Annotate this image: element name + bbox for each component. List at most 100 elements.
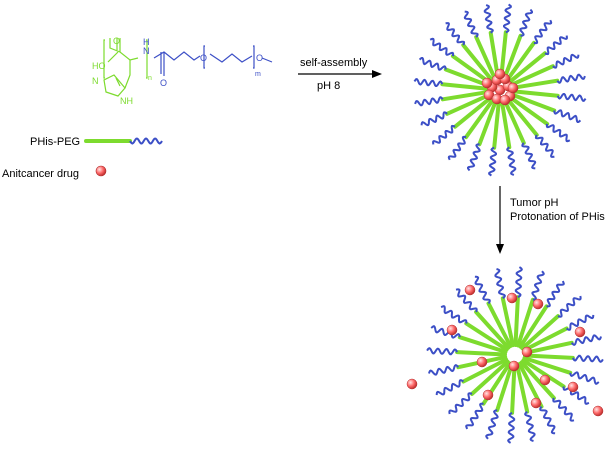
peg-chain <box>426 347 458 356</box>
phis-arm <box>511 93 557 113</box>
phis-arm <box>470 359 510 396</box>
peg-chain <box>414 96 444 107</box>
drug-sphere <box>532 298 544 310</box>
phis-arm <box>461 357 509 384</box>
drug-sphere <box>521 346 533 358</box>
peg-chain <box>569 371 600 385</box>
peg-chain <box>463 10 479 38</box>
peg-chain <box>534 134 555 158</box>
phis-arm <box>474 310 511 350</box>
hydroxyl-label: HO <box>92 61 106 71</box>
tumor-ph-label: Tumor pH <box>510 197 559 209</box>
peg-bracket-left <box>203 45 205 69</box>
phis-arm <box>523 353 575 360</box>
phis-arm <box>455 350 507 357</box>
drug-sphere <box>499 94 511 106</box>
legend-drug-sphere <box>95 165 107 177</box>
phis-arm <box>477 101 497 147</box>
peg-chain <box>556 93 587 103</box>
phis-arm <box>492 101 501 150</box>
imidazole-ring <box>103 74 126 97</box>
peg-chain <box>445 22 466 46</box>
peg-chain <box>552 53 580 69</box>
methyl-bond <box>261 57 273 63</box>
phis-peg-legend-label: PHis-PEG <box>30 136 80 148</box>
ether-oxygen-label: O <box>200 53 207 63</box>
phis-arm <box>508 51 547 84</box>
phis-arm <box>519 360 556 400</box>
drug-sphere <box>508 360 520 372</box>
phis-arm <box>464 321 509 352</box>
peg-chain <box>483 4 494 34</box>
phis-block <box>103 38 148 97</box>
peg-chain <box>544 35 568 56</box>
peg-chain <box>487 146 497 177</box>
ring-double-bond <box>115 77 121 87</box>
bracket-right <box>146 39 148 79</box>
phis-arm <box>510 64 555 87</box>
peg-chain <box>531 270 545 301</box>
phis-arm <box>488 30 500 79</box>
peg-chain <box>503 3 513 34</box>
peg-chain <box>428 364 460 376</box>
peg-linker <box>153 51 201 61</box>
peg-chain <box>465 402 484 430</box>
drug-sphere <box>592 405 604 417</box>
phis-arm <box>503 100 526 145</box>
phis-arm <box>522 356 573 375</box>
side-chain <box>124 60 131 89</box>
protonation-arrowhead <box>496 244 504 254</box>
phis-arm <box>440 90 489 102</box>
peg-chain <box>506 146 517 176</box>
phis-arm <box>499 30 508 79</box>
peg-chain <box>432 124 456 145</box>
peg-chain <box>552 397 575 422</box>
m-subscript: m <box>255 71 261 78</box>
micelle-assembled <box>413 3 587 177</box>
phis-arm <box>500 101 512 150</box>
peg-chain <box>539 406 556 435</box>
peg-chain <box>557 295 582 318</box>
phis-arm <box>495 362 514 413</box>
ring-nh-label: NH <box>120 96 133 106</box>
phis-arm <box>521 326 569 353</box>
peg-chain <box>494 268 506 300</box>
peg-chain <box>546 280 565 308</box>
peg-chain <box>430 325 461 339</box>
terminal-oxygen-label: O <box>256 53 263 63</box>
drug-sphere <box>481 77 493 89</box>
peg-chain <box>570 334 602 346</box>
peg-repeat <box>209 53 253 63</box>
phis-arm <box>511 89 560 98</box>
amide-nitrogen-label: N <box>143 46 150 56</box>
phis-arm <box>506 40 536 81</box>
drug-sphere <box>574 326 586 338</box>
peg-chain <box>435 379 464 396</box>
phis-arm <box>506 98 539 137</box>
peg-chain <box>420 111 448 127</box>
peg-chain <box>533 19 553 45</box>
drug-sphere <box>567 381 579 393</box>
phis-arm <box>503 33 523 79</box>
bracket-left <box>103 39 105 79</box>
phis-arm <box>520 314 560 351</box>
phis-arm <box>511 78 560 90</box>
peg-chain <box>572 354 604 363</box>
phis-arm <box>522 340 574 355</box>
amide-hydrogen-label: H <box>143 37 150 47</box>
drug-sphere <box>507 82 519 94</box>
drug-sphere <box>530 397 542 409</box>
ph8-label: pH 8 <box>317 80 340 92</box>
phis-arm <box>464 99 494 140</box>
drug-legend-label: Anitcancer drug <box>2 168 79 180</box>
peg-chain <box>524 410 536 442</box>
phis-arm <box>510 363 517 415</box>
peg-chain <box>507 412 516 444</box>
hydroxyl-bond <box>107 51 119 63</box>
peg-chain <box>474 275 491 304</box>
peg-chain <box>553 109 582 123</box>
phis-arm <box>461 43 494 82</box>
peg-bracket-right <box>253 45 255 69</box>
peg-chain <box>467 143 481 172</box>
